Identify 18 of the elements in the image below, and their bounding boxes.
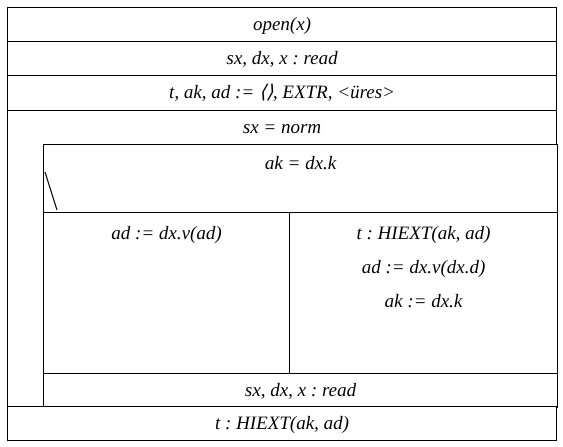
statement-block	[43, 373, 558, 408]
statement-text: ak = dx.k	[264, 153, 336, 175]
statement-text: sx, dx, x : read	[244, 380, 356, 402]
statement-text: open(x)	[252, 14, 312, 36]
statement-text: t : HIEXT(ak, ad)	[214, 413, 350, 435]
statement-text: t, ak, ad := ⟨⟩, EXTR, <üres>	[169, 82, 395, 104]
statement-block	[7, 7, 557, 42]
statement-block	[7, 75, 557, 111]
statement-text: sx = norm	[242, 117, 322, 139]
statement-text: ad := dx.v(ad)	[111, 223, 222, 245]
condition-block	[43, 144, 558, 213]
statement-text: t : HIEXT(ak, ad)	[356, 223, 491, 245]
statement-block	[7, 406, 557, 441]
statement-text: ad := dx.v(dx.d)	[362, 257, 486, 279]
statement-text: sx, dx, x : read	[226, 48, 338, 70]
loop-block	[7, 110, 557, 407]
statement-block	[7, 41, 557, 76]
statement-text: ak := dx.k	[384, 291, 462, 313]
